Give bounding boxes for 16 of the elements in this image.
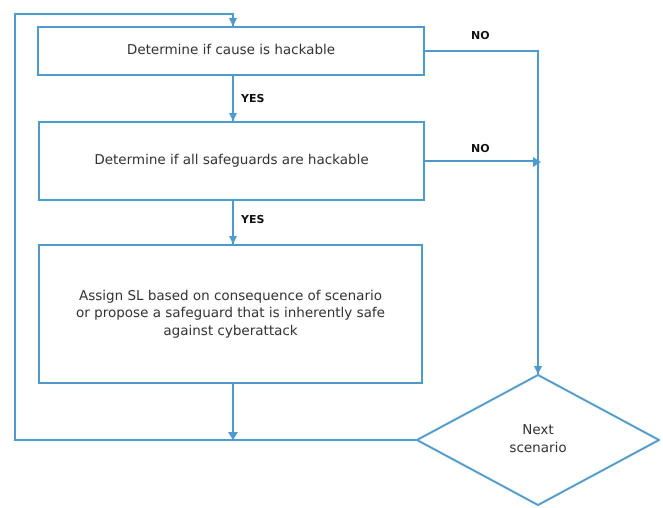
edge-label: NO — [470, 29, 491, 42]
process-box — [38, 121, 425, 201]
process-box — [38, 244, 423, 384]
edge-label: YES — [240, 92, 266, 105]
arrow — [425, 160, 542, 374]
edge-label: YES — [240, 213, 266, 226]
step-text: Determine if all safeguards are hackable — [94, 152, 369, 170]
decision-diamond — [416, 374, 660, 506]
arrow — [229, 201, 237, 244]
arrow — [229, 76, 237, 121]
step-text: Determine if cause is hackable — [126, 42, 336, 60]
edge-label: NO — [470, 142, 491, 155]
step-text: Assign SL based on consequence of scenario or propose a safeguard that is inherently safe against cyberattack — [75, 288, 386, 340]
arrow — [14, 13, 416, 441]
step-text: Next scenario — [508, 422, 568, 458]
process-box — [37, 26, 425, 76]
